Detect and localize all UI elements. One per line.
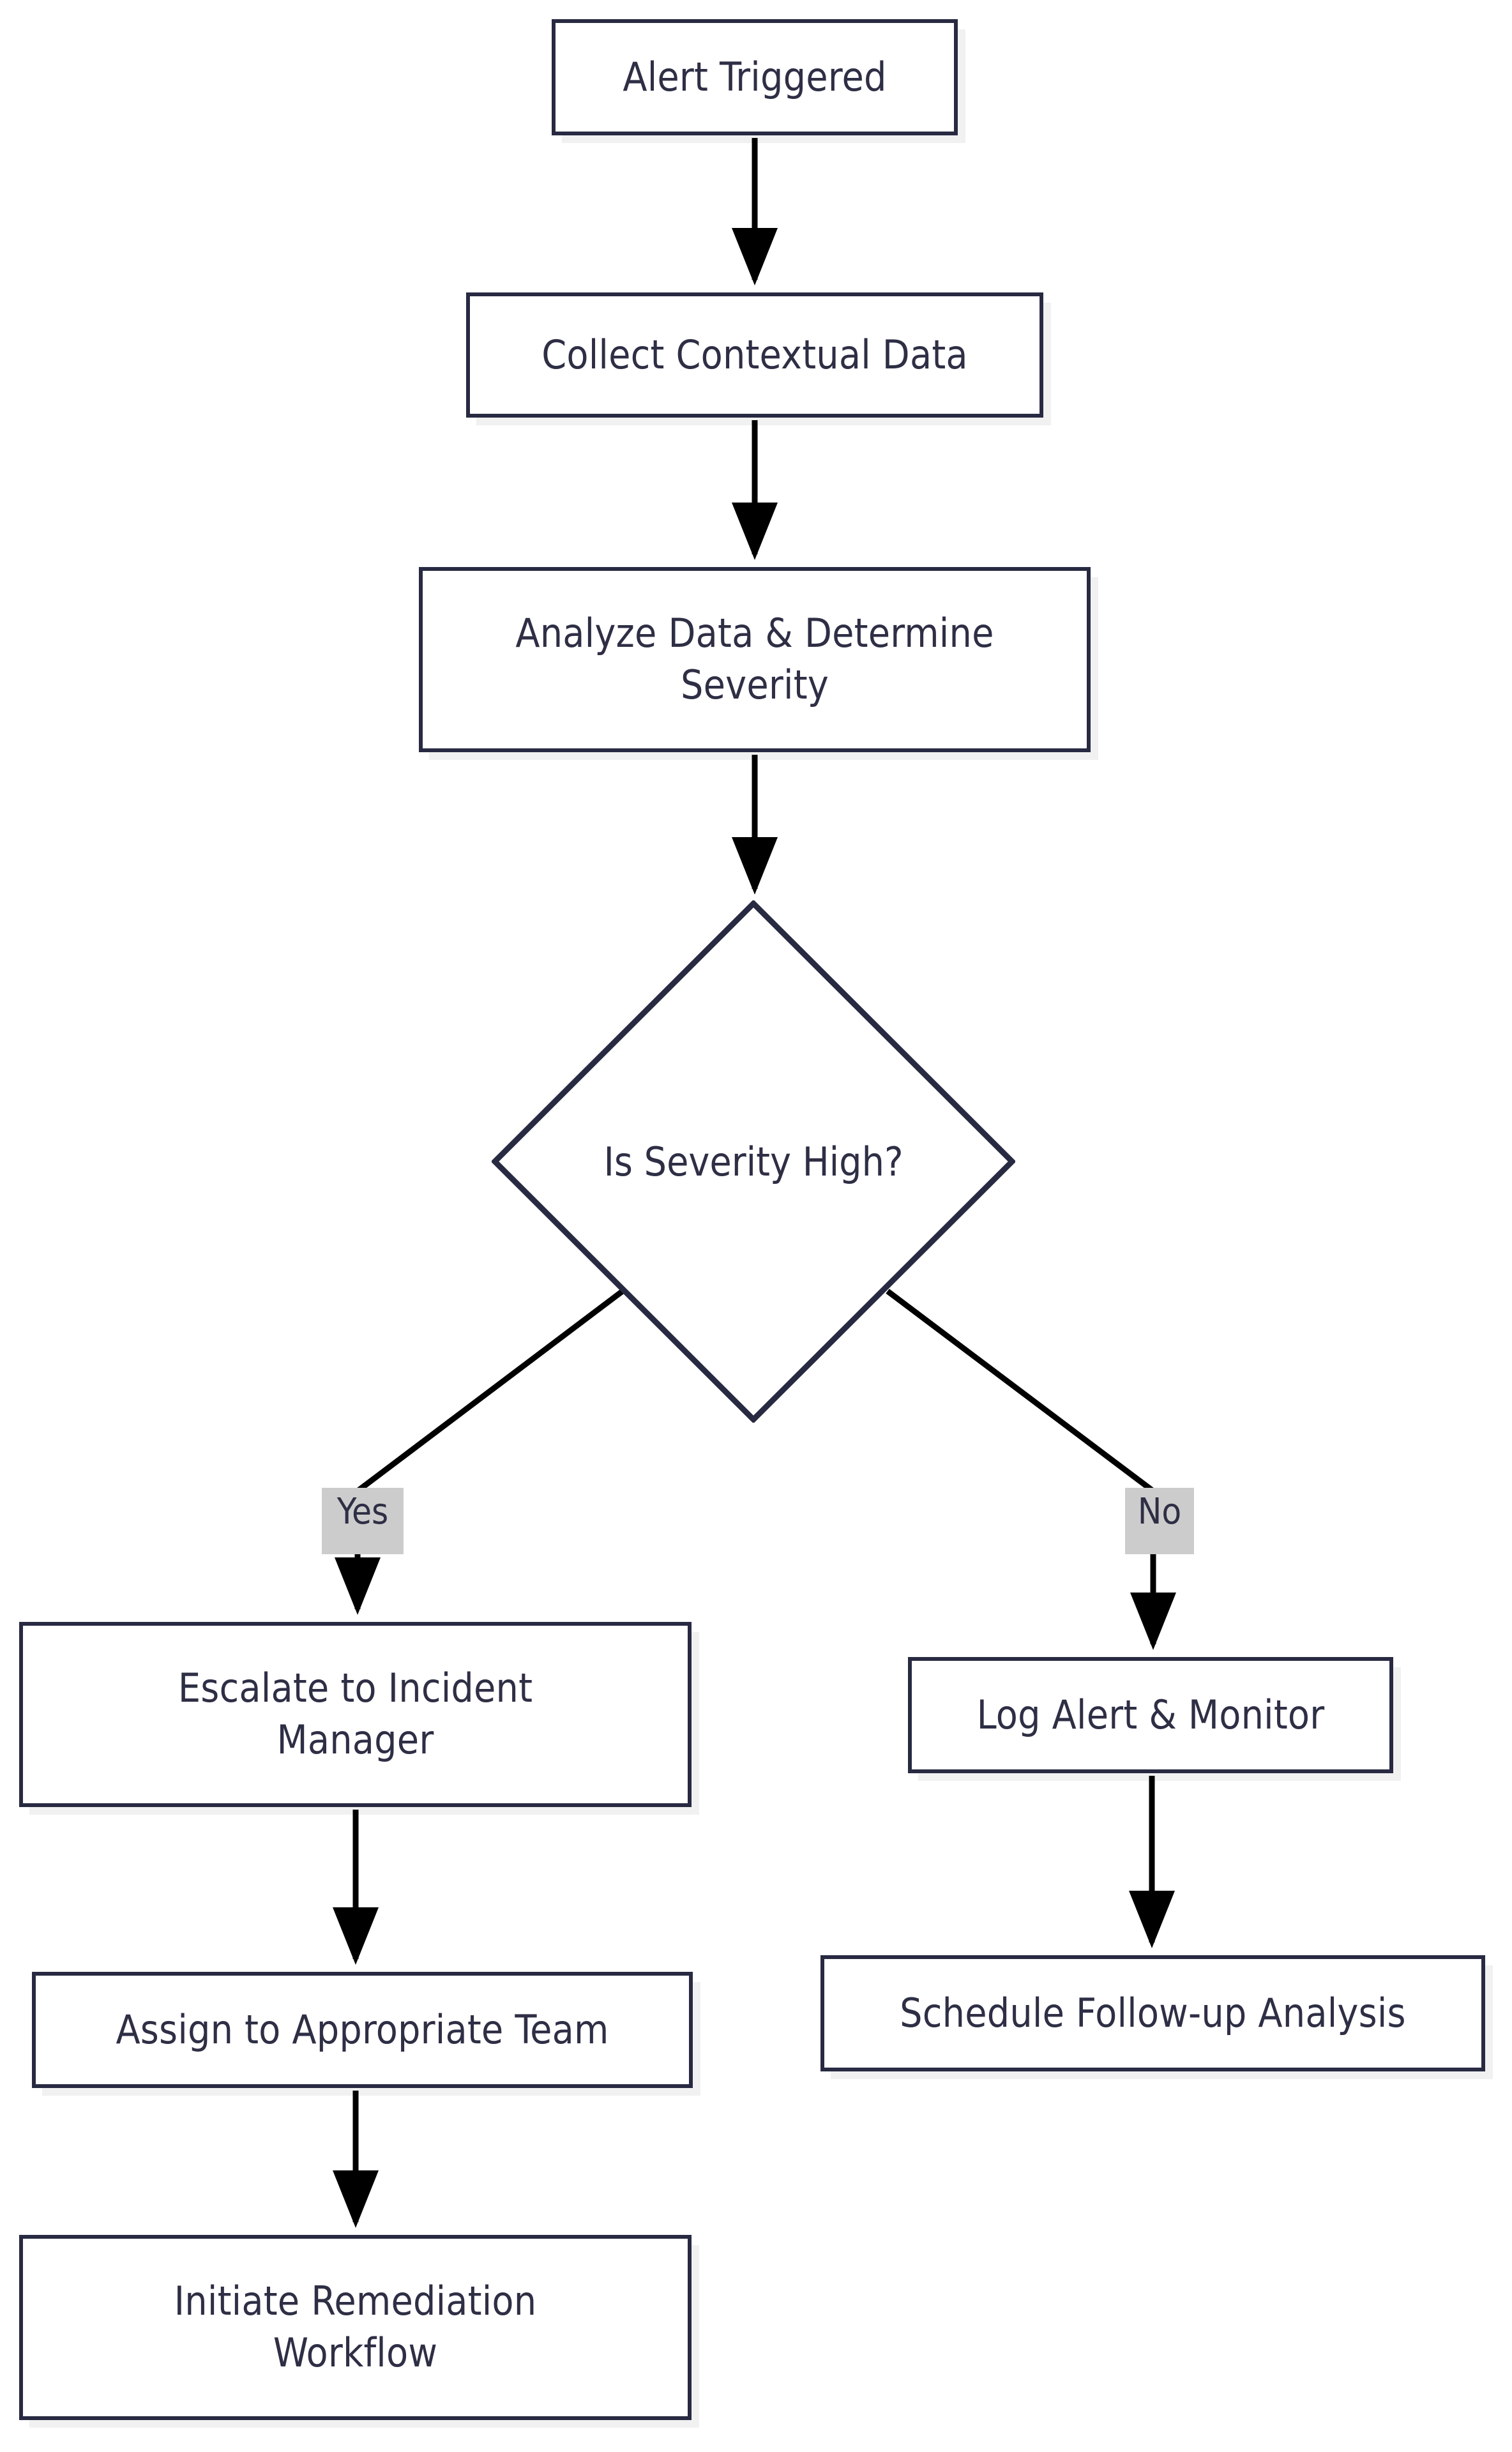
edge-label-no-text: No [1137, 1491, 1182, 1532]
node-log-alert-and-monitor-label: Log Alert & Monitor [976, 1691, 1325, 1738]
diamond-shape-icon [492, 900, 1015, 1423]
node-alert-triggered[interactable]: Alert Triggered [552, 19, 958, 135]
node-assign-to-appropriate-team-label: Assign to Appropriate Team [116, 2006, 609, 2053]
node-is-severity-high[interactable]: Is Severity High? [492, 900, 1015, 1423]
node-schedule-follow-up-analysis-label: Schedule Follow-up Analysis [900, 1989, 1406, 2036]
node-schedule-follow-up-analysis[interactable]: Schedule Follow-up Analysis [820, 1955, 1485, 2071]
node-initiate-remediation-workflow[interactable]: Initiate Remediation Workflow [19, 2235, 692, 2420]
node-analyze-determine-severity-label: Analyze Data & Determine Severity [515, 610, 994, 708]
node-escalate-to-incident-manager[interactable]: Escalate to Incident Manager [19, 1622, 692, 1807]
node-escalate-to-incident-manager-label: Escalate to Incident Manager [178, 1665, 533, 1763]
node-assign-to-appropriate-team[interactable]: Assign to Appropriate Team [32, 1972, 693, 2088]
node-initiate-remediation-workflow-label: Initiate Remediation Workflow [174, 2278, 537, 2376]
edge-label-yes: Yes [322, 1488, 404, 1554]
node-collect-contextual-data[interactable]: Collect Contextual Data [466, 292, 1043, 418]
node-is-severity-high-label: Is Severity High? [603, 1138, 903, 1185]
edge-label-yes-text: Yes [336, 1491, 389, 1532]
edge-label-no: No [1125, 1488, 1194, 1554]
node-collect-contextual-data-label: Collect Contextual Data [541, 331, 968, 378]
node-analyze-determine-severity[interactable]: Analyze Data & Determine Severity [419, 567, 1091, 752]
node-alert-triggered-label: Alert Triggered [623, 53, 887, 100]
node-log-alert-and-monitor[interactable]: Log Alert & Monitor [908, 1657, 1393, 1773]
